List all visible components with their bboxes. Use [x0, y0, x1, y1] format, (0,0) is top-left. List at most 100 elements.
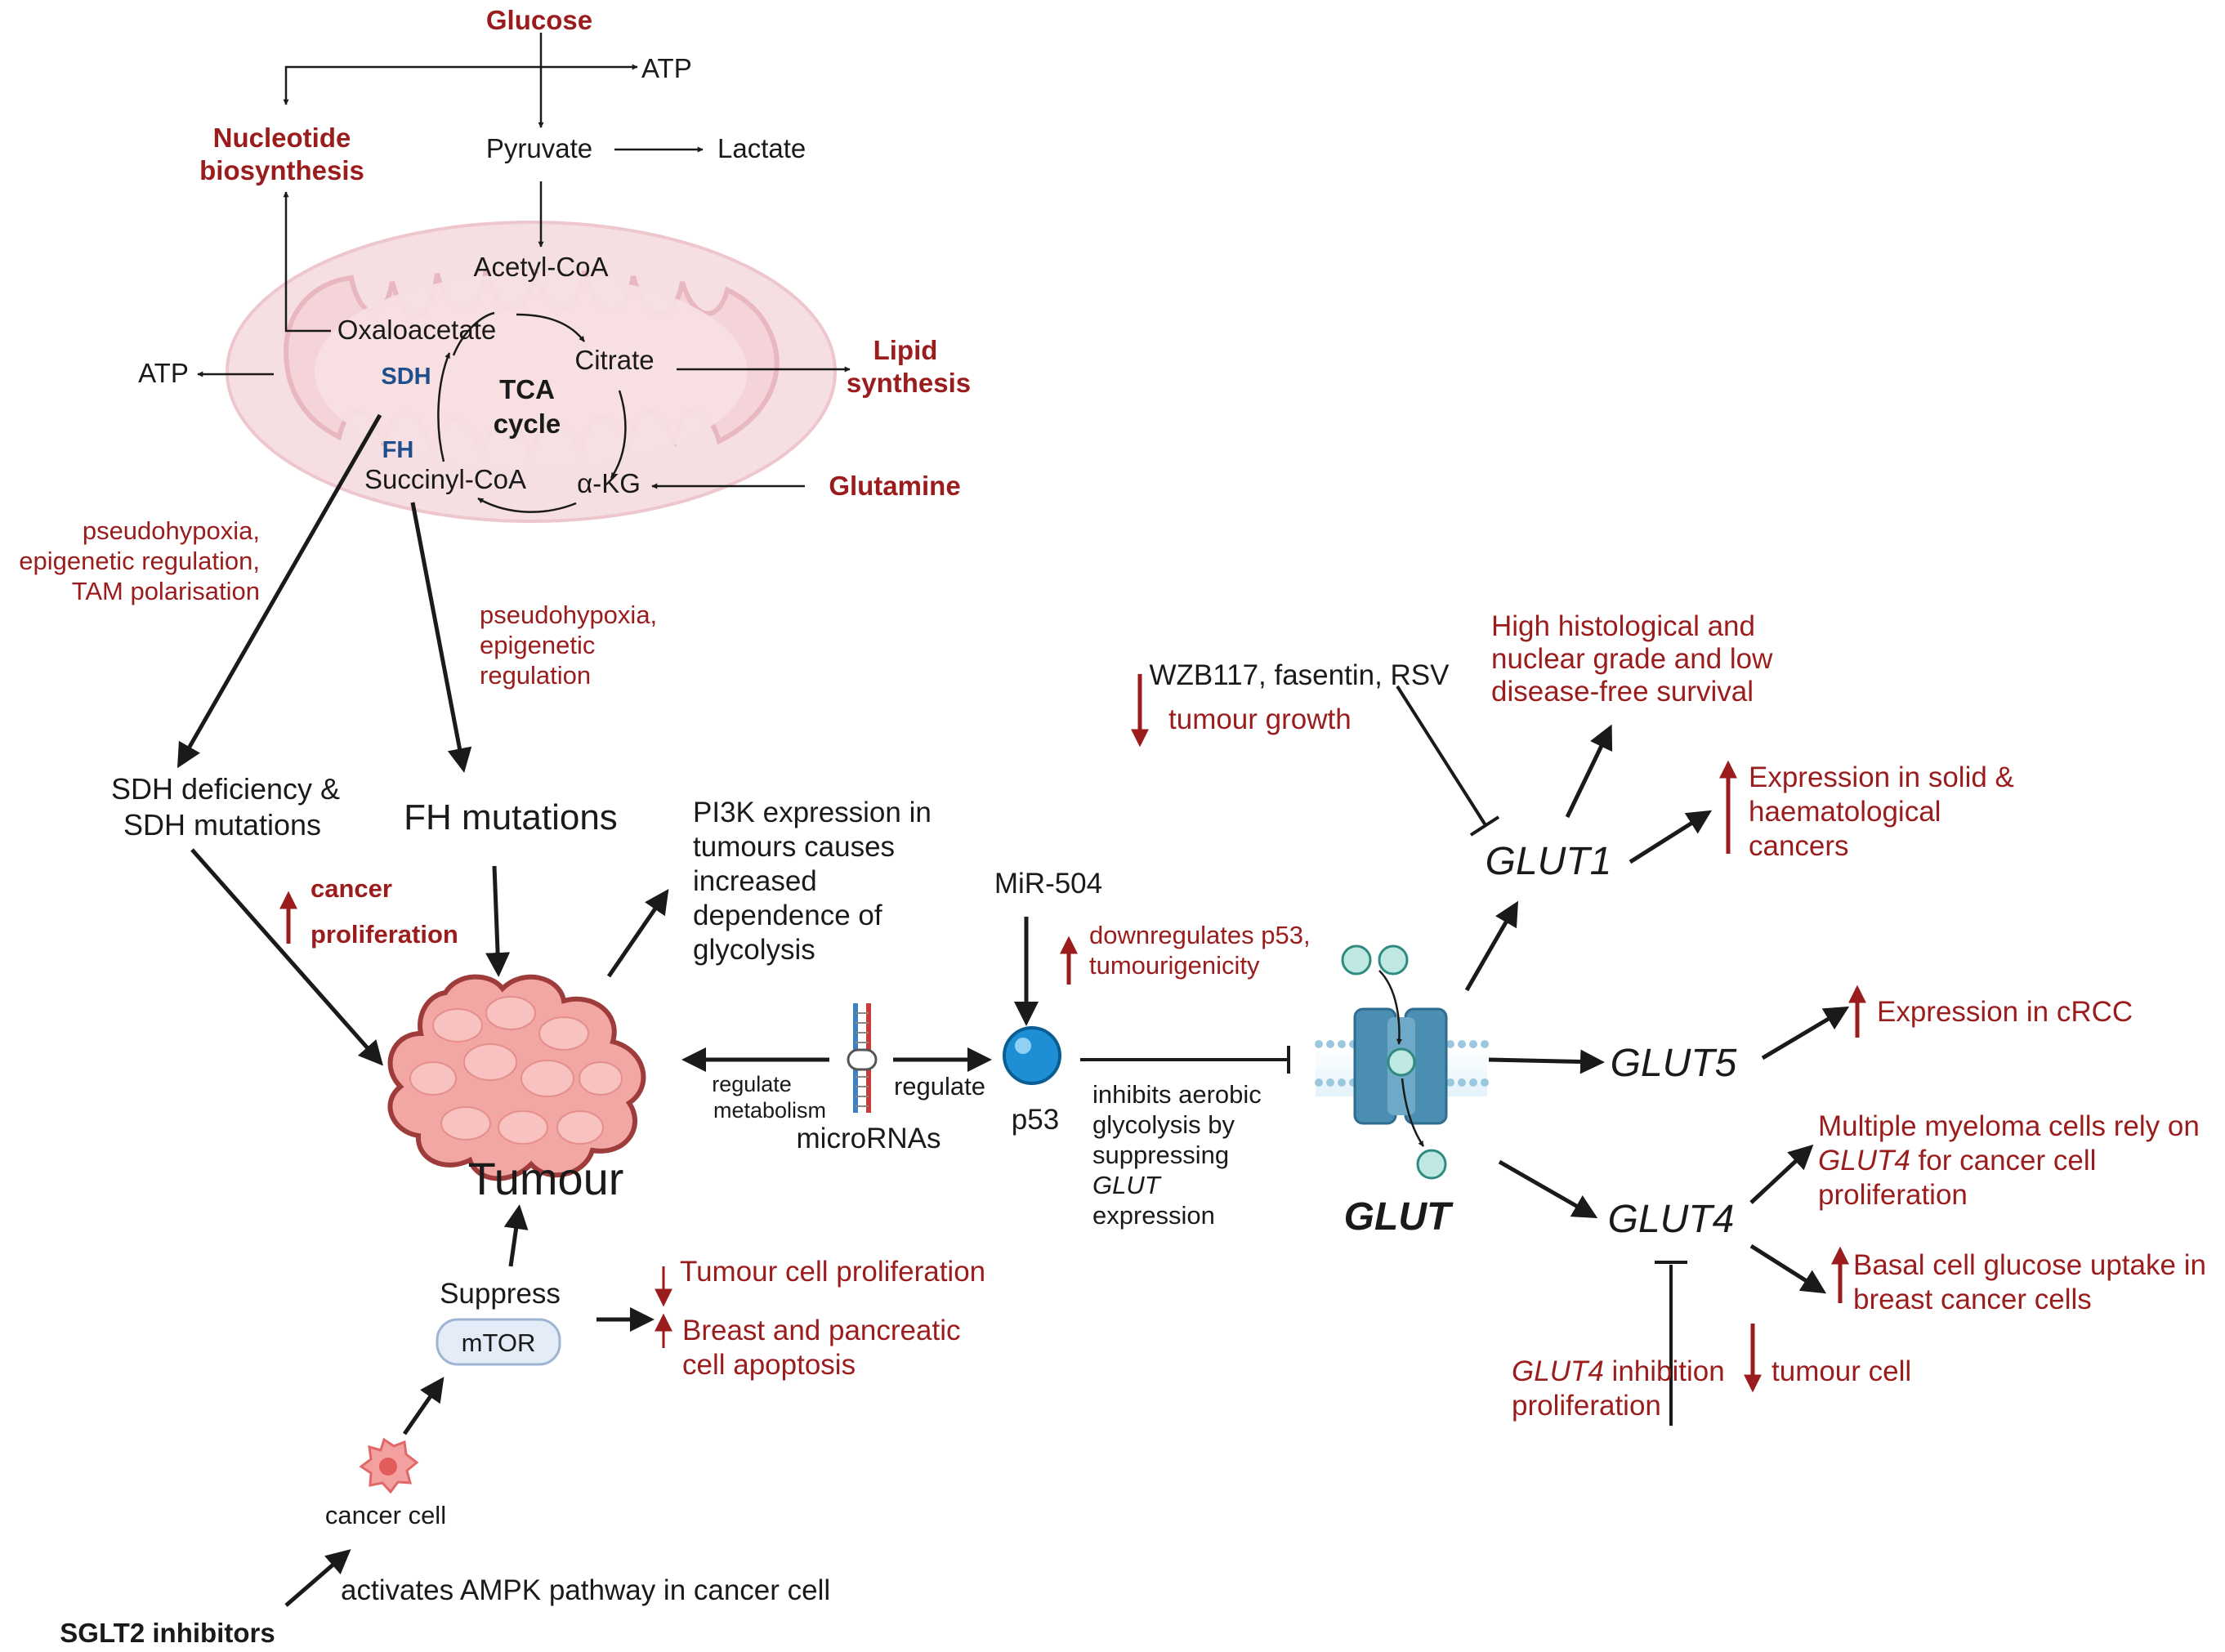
sglt2-label: SGLT2 inhibitors — [60, 1618, 275, 1648]
pseudo2-line2: epigenetic — [480, 631, 595, 659]
red-indicator-arrows — [279, 674, 1866, 1393]
sdh-enzyme-label: SDH — [381, 364, 431, 390]
acetyl-coa-label: Acetyl-CoA — [473, 252, 608, 282]
sdh-deficiency-line2: SDH mutations — [123, 808, 321, 842]
succinyl-coa-label: Succinyl-CoA — [364, 464, 526, 494]
citrate-label: Citrate — [574, 345, 654, 375]
pseudo2-line1: pseudohypoxia, — [480, 601, 657, 629]
glut1-label: GLUT1 — [1486, 840, 1612, 883]
cancer-proliferation-line2: proliferation — [311, 920, 458, 949]
glut-transporter — [1315, 944, 1489, 1180]
basal-line1: Basal cell glucose uptake in — [1853, 1249, 2206, 1281]
microrna-icon — [847, 1003, 878, 1113]
basal-line2: breast cancer cells — [1853, 1284, 2092, 1315]
inhibits-line2: glycolysis by — [1092, 1110, 1235, 1139]
lactate-label: Lactate — [717, 133, 806, 163]
pseudo1-line2: epigenetic regulation, — [19, 547, 260, 575]
tca-label-line1: TCA — [499, 374, 555, 404]
tca-label-line2: cycle — [494, 409, 561, 439]
pseudo2-line3: regulation — [480, 661, 591, 690]
mir504-label: MiR-504 — [994, 868, 1102, 900]
pi3k-line2: tumours causes — [693, 831, 895, 863]
inhibits-line3: suppressing — [1092, 1141, 1229, 1169]
pseudo1-line1: pseudohypoxia, — [83, 516, 260, 545]
pyruvate-label: Pyruvate — [486, 133, 592, 163]
right-labels: WZB117, fasentin, RSV tumour growth High… — [1149, 610, 2205, 1422]
inhibits-line5: expression — [1092, 1201, 1215, 1230]
metabolism-arrows — [197, 33, 851, 513]
expr-crcc-label: Expression in cRCC — [1877, 996, 2133, 1028]
glut4-label: GLUT4 — [1608, 1198, 1735, 1241]
akg-label: α-KG — [577, 468, 641, 498]
wzb-label: WZB117, fasentin, RSV — [1149, 659, 1450, 691]
inhibits-line1: inhibits aerobic — [1092, 1080, 1262, 1109]
myeloma-rest: for cancer cell — [1910, 1145, 2097, 1176]
high-hist-line2: nuclear grade and low — [1491, 643, 1773, 675]
glut5-label: GLUT5 — [1611, 1042, 1737, 1085]
myeloma-glut4-italic: GLUT4 — [1818, 1145, 1910, 1176]
p53-label: p53 — [1012, 1104, 1059, 1136]
mtor-label: mTOR — [462, 1328, 536, 1357]
pi3k-line3: increased — [693, 865, 817, 897]
nucleotide-label-line2: biosynthesis — [199, 155, 364, 185]
expr-solid-line3: cancers — [1749, 830, 1849, 862]
right-pathway-arrows — [1464, 724, 1850, 1294]
fh-enzyme-label: FH — [382, 437, 414, 463]
cancer-cell-label: cancer cell — [325, 1501, 446, 1529]
metabolism-labels: Glucose ATP Pyruvate Lactate Nucleotide … — [138, 5, 971, 501]
glut4-inhib-line2: proliferation — [1512, 1390, 1661, 1422]
expr-solid-line2: haematological — [1749, 796, 1941, 828]
left-pathway-arrows — [177, 413, 1039, 1607]
pi3k-line5: glycolysis — [693, 934, 815, 966]
glucose-label: Glucose — [486, 5, 592, 35]
atp-top-label: ATP — [641, 53, 692, 83]
high-hist-line1: High histological and — [1491, 610, 1755, 642]
left-labels-black: SDH deficiency & SDH mutations FH mutati… — [60, 772, 1310, 1648]
regulate-metabolism-line2: metabolism — [713, 1098, 826, 1123]
expr-solid-line1: Expression in solid & — [1749, 761, 2014, 793]
mtor-box — [436, 1318, 561, 1366]
micrornas-label: microRNAs — [797, 1123, 941, 1154]
right-inhibition-lines — [1396, 685, 1687, 1426]
p53-inhibition-line — [1080, 1046, 1290, 1074]
high-hist-line3: disease-free survival — [1491, 676, 1754, 708]
glut4-inhib-italic: GLUT4 — [1512, 1355, 1604, 1387]
mitochondrion — [226, 221, 837, 523]
fh-mutations-label: FH mutations — [404, 797, 618, 837]
regulate-metabolism-line1: regulate — [712, 1072, 792, 1096]
lipid-label-line1: Lipid — [873, 335, 938, 365]
pseudo1-line3: TAM polarisation — [72, 577, 260, 605]
ampk-label: activates AMPK pathway in cancer cell — [341, 1574, 830, 1606]
inhibits-line4: GLUT — [1092, 1171, 1162, 1199]
left-labels: pseudohypoxia, epigenetic regulation, TA… — [19, 516, 657, 690]
p53-icon — [1003, 1026, 1061, 1085]
lipid-label-line2: synthesis — [847, 368, 971, 398]
cancer-proliferation-line1: cancer — [311, 874, 392, 903]
tumour-illustration — [387, 974, 646, 1181]
glut4-inhib-rest: inhibition — [1604, 1355, 1725, 1387]
myeloma-line1: Multiple myeloma cells rely on — [1818, 1110, 2200, 1142]
apoptosis-line2: cell apoptosis — [682, 1349, 856, 1381]
myeloma-line3: proliferation — [1818, 1179, 1968, 1211]
oxaloacetate-label: Oxaloacetate — [337, 315, 496, 345]
glut-label: GLUT — [1344, 1195, 1454, 1239]
atp-left-label: ATP — [138, 358, 189, 388]
glut4-inhib-line1: GLUT4 inhibition — [1512, 1355, 1725, 1387]
tumour-growth-label: tumour growth — [1168, 703, 1352, 735]
suppress-label: Suppress — [440, 1278, 561, 1310]
glutamine-label: Glutamine — [829, 471, 960, 501]
nucleotide-label-line1: Nucleotide — [213, 123, 351, 153]
myeloma-line2: GLUT4 for cancer cell — [1818, 1145, 2096, 1176]
sdh-deficiency-line1: SDH deficiency & — [111, 772, 340, 806]
downregulates-line2: tumourigenicity — [1089, 951, 1260, 980]
pi3k-line4: dependence of — [693, 900, 882, 931]
tumour-cell-label: tumour cell — [1772, 1355, 1911, 1387]
regulate-label: regulate — [894, 1072, 985, 1101]
apoptosis-line1: Breast and pancreatic — [682, 1315, 960, 1346]
cancer-cell-icon — [359, 1437, 419, 1494]
tumour-label: Tumour — [468, 1153, 624, 1204]
pi3k-line1: PI3K expression in — [693, 797, 932, 828]
downregulates-line1: downregulates p53, — [1089, 921, 1311, 949]
tumour-cell-prolif-label: Tumour cell proliferation — [680, 1256, 985, 1288]
